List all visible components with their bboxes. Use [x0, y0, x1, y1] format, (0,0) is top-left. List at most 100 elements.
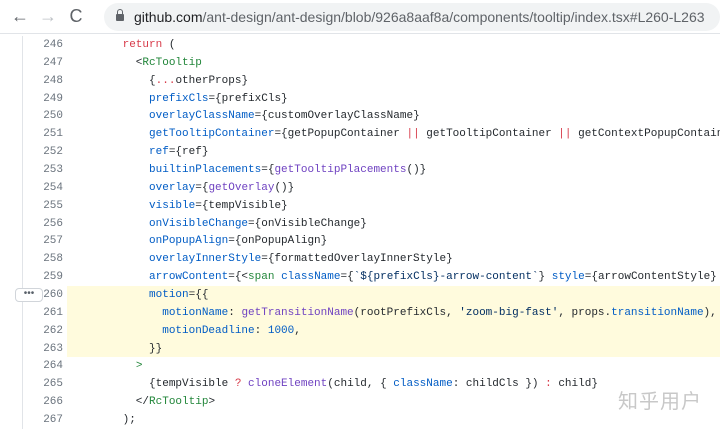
- code-token: [83, 218, 149, 230]
- code-token: ={prefixCls}: [208, 92, 288, 105]
- code-token: ={: [261, 163, 275, 176]
- code-line: 253 builtinPlacements={getTooltipPlaceme…: [23, 161, 720, 179]
- line-number[interactable]: 250: [43, 110, 63, 123]
- code-token: otherProps}: [175, 74, 249, 87]
- code-text: overlay={getOverlay()}: [67, 179, 720, 197]
- code-text: onVisibleChange={onVisibleChange}: [67, 215, 720, 233]
- code-token: ||: [558, 128, 572, 141]
- code-text: );: [67, 411, 720, 429]
- watermark: 知乎用户: [618, 391, 702, 413]
- code-token: [83, 325, 162, 337]
- line-number[interactable]: 264: [43, 360, 63, 373]
- line-number[interactable]: 252: [43, 146, 63, 159]
- line-number[interactable]: 247: [43, 56, 63, 69]
- code-line: 251 getTooltipContainer={getPopupContain…: [23, 125, 720, 143]
- code-token: className: [281, 271, 341, 284]
- code-token: onPopupAlign: [149, 235, 229, 248]
- code-text: getTooltipContainer={getPopupContainer |…: [67, 125, 720, 143]
- code-token: RcTooltip: [142, 56, 202, 69]
- code-line: 261 motionName: getTransitionName(rootPr…: [23, 303, 720, 322]
- code-line: 267 );: [23, 411, 720, 429]
- code-text: motionName: getTransitionName(rootPrefix…: [67, 303, 720, 322]
- code-text: >: [67, 357, 720, 375]
- line-number[interactable]: 260: [43, 288, 63, 301]
- code-text: return (: [67, 36, 720, 54]
- code-token: [83, 110, 149, 122]
- url-host: github.com: [134, 8, 203, 25]
- code-token: [83, 182, 149, 194]
- back-icon[interactable]: ←: [11, 6, 29, 26]
- code-line: 263 }}: [23, 339, 720, 358]
- code-token: ...: [155, 74, 176, 87]
- code-line: 249 prefixCls={prefixCls}: [23, 90, 720, 108]
- line-number[interactable]: 256: [43, 217, 63, 230]
- code-token: prefixCls: [149, 92, 209, 105]
- code-text: prefixCls={prefixCls}: [67, 90, 720, 108]
- line-number[interactable]: 266: [43, 396, 63, 409]
- line-number[interactable]: 249: [43, 92, 63, 105]
- line-number[interactable]: 248: [43, 74, 63, 87]
- code-token: ={formattedOverlayInnerStyle}: [261, 253, 453, 266]
- code-token: {tempVisible: [83, 378, 235, 391]
- line-number[interactable]: 263: [43, 342, 63, 355]
- line-number[interactable]: 251: [43, 128, 63, 141]
- line-number[interactable]: 262: [43, 324, 63, 337]
- line-number[interactable]: 265: [43, 378, 63, 391]
- code-token: : childCls }): [452, 378, 546, 391]
- code-token: motionDeadline: [162, 324, 255, 337]
- code-token: ref: [149, 146, 169, 159]
- code-token: transitionName: [611, 306, 704, 319]
- code-text: visible={tempVisible}: [67, 197, 720, 215]
- code-token: <: [83, 56, 143, 69]
- code-line: 257 onPopupAlign={onPopupAlign}: [23, 232, 720, 250]
- line-number[interactable]: 253: [43, 163, 63, 176]
- code-token: overlay: [149, 181, 196, 194]
- code-line: 258 overlayInnerStyle={formattedOverlayI…: [23, 250, 720, 268]
- code-token: ={: [340, 271, 354, 284]
- code-token: ={{: [188, 288, 209, 301]
- code-token: getContextPopupContainer}: [578, 128, 720, 141]
- code-token: ()}: [406, 163, 427, 176]
- code-token: [83, 307, 162, 319]
- line-number[interactable]: 259: [43, 271, 63, 284]
- code-token: getTransitionName: [241, 306, 354, 319]
- code-token: ={ref}: [168, 146, 209, 159]
- code-token: style: [551, 271, 585, 284]
- code-token: child}: [551, 378, 598, 391]
- forward-icon[interactable]: →: [39, 6, 57, 26]
- code-token: [83, 146, 149, 158]
- code-token: overlayClassName: [149, 110, 255, 123]
- line-number[interactable]: 258: [43, 253, 63, 266]
- code-token: visible: [149, 199, 196, 212]
- address-bar[interactable]: github.com/ant-design/ant-design/blob/92…: [104, 2, 720, 31]
- more-options-button[interactable]: •••: [15, 287, 43, 302]
- line-number[interactable]: 254: [43, 181, 63, 194]
- code-token: getTooltipPlacements: [274, 163, 407, 176]
- line-number[interactable]: 257: [43, 235, 63, 248]
- code-token: ,: [294, 324, 301, 337]
- code-line: 266 </RcTooltip>: [23, 393, 720, 411]
- url-path: /ant-design/ant-design/blob/926a8aaf8a/c…: [202, 8, 705, 25]
- code-token: [241, 378, 248, 390]
- code-token: :: [228, 306, 242, 319]
- code-text: <RcTooltip: [67, 54, 720, 72]
- code-token: overlayInnerStyle: [149, 253, 262, 266]
- code-token: [83, 235, 149, 247]
- code-text: arrowContent={<span className={`${prefix…: [67, 268, 720, 286]
- code-token: (child, {: [327, 378, 394, 391]
- reload-icon[interactable]: C: [69, 6, 83, 26]
- code-token: ||: [406, 128, 420, 141]
- line-number[interactable]: 246: [43, 38, 63, 51]
- code-token: ={<: [228, 271, 249, 284]
- line-number[interactable]: 267: [43, 413, 63, 426]
- code-view: 246 return ( 247 <RcTooltip 248 {...otherP…: [15, 36, 720, 429]
- line-number[interactable]: 255: [43, 199, 63, 212]
- code-token: 1000: [267, 324, 295, 337]
- line-number[interactable]: 261: [43, 306, 63, 319]
- code-text: {...otherProps}: [67, 72, 720, 90]
- lock-icon: [116, 9, 124, 21]
- code-token: ={onVisibleChange}: [248, 217, 367, 230]
- code-token: ={: [195, 181, 209, 194]
- code-token: ?: [234, 378, 242, 391]
- code-token: [83, 200, 149, 212]
